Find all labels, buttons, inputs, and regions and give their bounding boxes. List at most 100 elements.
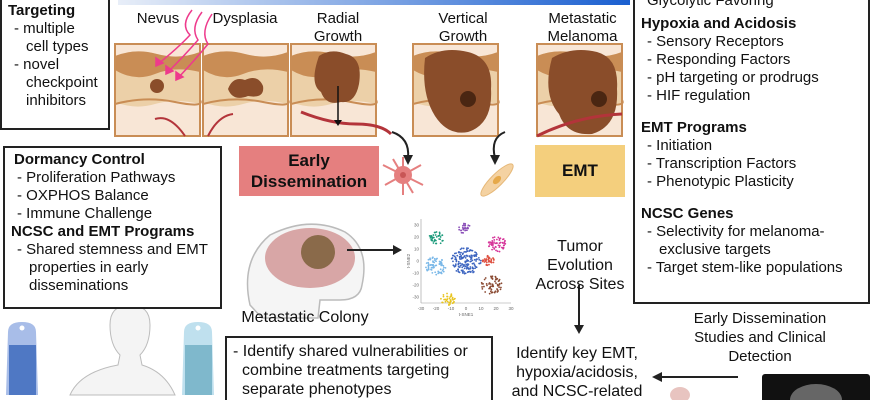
tsne-point (435, 264, 438, 267)
panel-nevus (114, 43, 202, 137)
tsne-point (441, 269, 444, 272)
tsne-point (454, 263, 457, 266)
tsne-point (446, 295, 449, 298)
tsne-point (435, 242, 437, 245)
emt-label: EMT (562, 161, 598, 180)
emt-cell-icon (480, 163, 514, 197)
tsne-point (492, 242, 494, 245)
tsne-point (453, 297, 456, 300)
tsne-point (489, 283, 492, 285)
tsne-point (490, 241, 492, 244)
tsne-point (457, 270, 460, 273)
tsne-point (466, 264, 469, 267)
tsne-point (466, 271, 469, 274)
tsne-point (481, 288, 484, 290)
tsne-point (438, 232, 441, 235)
tsne-point (488, 245, 490, 248)
hypoxia-heading: Hypoxia and Acidosis (641, 15, 797, 32)
right-targets-box: Glycolytic Favoring Hypoxia and Acidosis… (633, 0, 870, 304)
tsne-point (463, 267, 466, 270)
tsne-cluster-purple (458, 222, 471, 234)
tsne-point (501, 238, 504, 241)
tsne-point (472, 262, 475, 265)
tsne-point (439, 238, 442, 241)
tsne-point (442, 295, 445, 298)
tsne-point (479, 259, 482, 262)
tsne-point (461, 253, 464, 256)
targeting-item: checkpoint (26, 74, 98, 91)
tsne-point (434, 239, 437, 242)
tsne-point (490, 261, 493, 264)
tsne-point (492, 261, 495, 264)
tsne-y-tick: -10 (412, 271, 419, 276)
tsne-point (449, 301, 452, 304)
tsne-point (434, 231, 437, 234)
tsne-point (498, 239, 501, 242)
tsne-point (502, 242, 504, 245)
patient-silhouette-icon (69, 304, 176, 396)
tsne-point (466, 255, 469, 257)
right-partial-item: Glycolytic Favoring (647, 0, 774, 9)
tsne-point (457, 263, 460, 266)
tsne-y-tick: 10 (414, 247, 420, 252)
tsne-point (494, 246, 497, 249)
tsne-point (498, 244, 501, 247)
tsne-point (431, 271, 434, 274)
tsne-point (453, 300, 455, 303)
tsne-point (466, 226, 469, 229)
tsne-point (503, 240, 506, 243)
tsne-point (492, 236, 494, 239)
tsne-point (455, 269, 458, 272)
tsne-point (493, 247, 496, 250)
tsne-point (460, 256, 463, 259)
tsne-cluster-blue (450, 247, 482, 275)
tsne-point (496, 288, 498, 290)
tsne-point (458, 228, 461, 231)
tsne-point (461, 266, 464, 269)
ncsc-item: - Selectivity for melanoma- (647, 223, 825, 240)
tsne-point (491, 240, 494, 242)
tsne-point (466, 260, 468, 263)
tsne-y-tick: -30 (412, 295, 419, 300)
tsne-point (473, 263, 476, 266)
tsne-point (433, 257, 436, 260)
stage-label-text: Melanoma (547, 28, 618, 45)
tsne-point (454, 258, 457, 261)
tsne-point (474, 265, 477, 268)
tsne-x-label: t-SNE1 (459, 312, 474, 317)
tsne-cluster-red (481, 254, 495, 267)
tsne-point (425, 266, 427, 269)
tsne-point (453, 252, 456, 255)
tumor-evolution-line: Tumor (557, 238, 603, 255)
targeting-item: cell types (26, 38, 89, 55)
tsne-point (439, 236, 442, 238)
tsne-point (476, 258, 478, 261)
tsne-point (493, 239, 496, 241)
tsne-point (462, 247, 465, 250)
stage-label-text: Growth (313, 28, 363, 45)
tsne-point (444, 267, 447, 269)
tsne-point (441, 234, 444, 237)
tsne-x-tick: -30 (418, 306, 425, 311)
tsne-point (461, 226, 464, 229)
brain-metastasis-icon (246, 223, 365, 319)
early-dissemination-box: Early Dissemination (239, 146, 379, 196)
tsne-point (477, 256, 480, 259)
tsne-x-tick: 10 (478, 306, 484, 311)
tsne-point (428, 235, 431, 237)
tsne-point (457, 251, 460, 254)
stage-label-text: Growth (438, 28, 488, 45)
tsne-point (464, 224, 466, 227)
tsne-y-tick: 0 (416, 259, 419, 264)
early-studies-line: Studies and Clinical (694, 329, 826, 346)
tsne-point (491, 244, 494, 247)
tsne-point (491, 285, 494, 288)
tsne-point (427, 261, 430, 264)
tsne-point (470, 254, 473, 257)
tsne-point (446, 292, 448, 295)
tsne-point (460, 229, 462, 232)
tsne-point (430, 235, 433, 238)
tsne-point (461, 263, 464, 266)
tsne-point (486, 254, 489, 257)
emt-item: - Transcription Factors (647, 155, 797, 172)
